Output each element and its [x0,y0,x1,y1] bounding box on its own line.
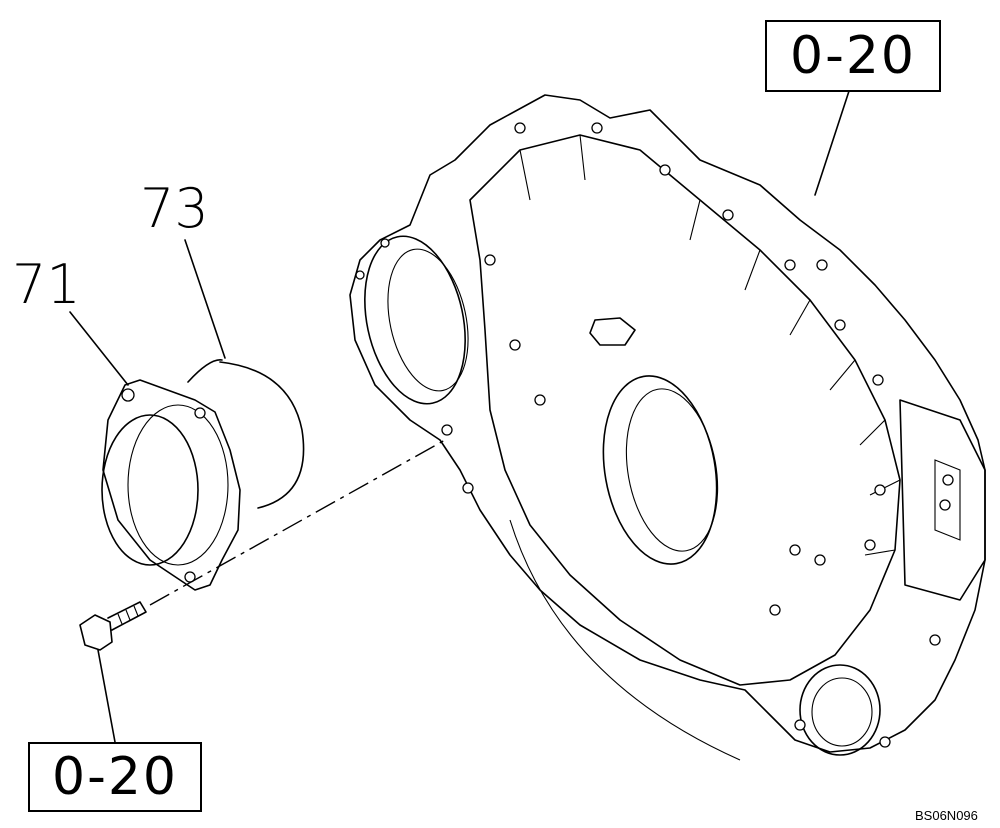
leader-line-71 [69,311,129,386]
callout-71: 71 [12,253,81,316]
alignment-centerline [149,439,446,606]
reference-label-top-right: 0-20 [765,20,941,92]
drawing-code: BS06N096 [915,808,978,823]
bolt [79,601,147,651]
flywheel-housing [349,94,986,761]
leader-line-top-ref [814,87,851,196]
o-ring-part-73 [187,359,305,509]
callout-73: 73 [140,177,209,240]
cover-part-71 [101,379,241,591]
leader-line-73 [184,239,226,359]
leader-line-bottom-ref [97,649,116,743]
reference-label-bottom-left: 0-20 [28,742,202,812]
